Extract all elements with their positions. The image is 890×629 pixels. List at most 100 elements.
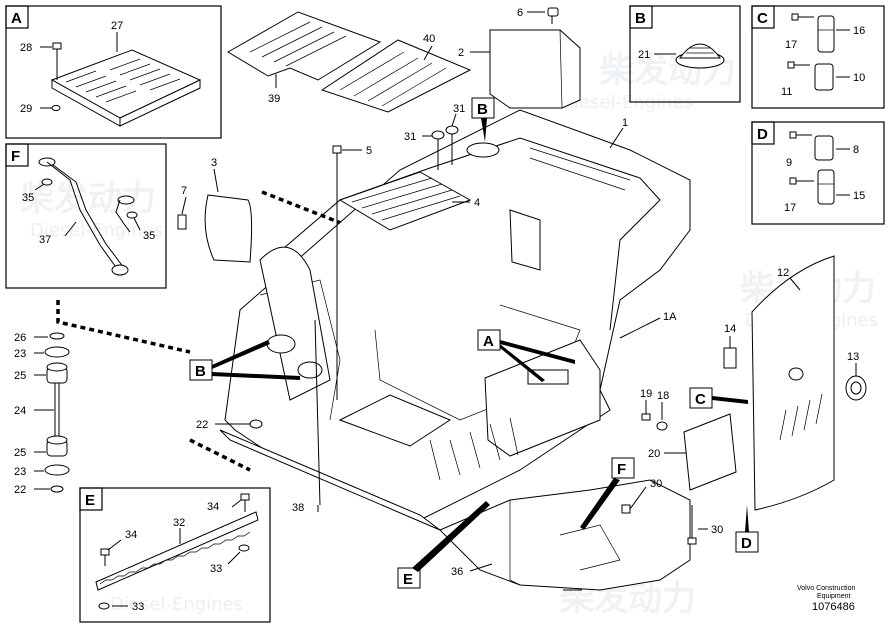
detail-box-c: C 16 10 17 11 bbox=[751, 5, 885, 109]
box-letter-b: B bbox=[635, 10, 646, 27]
strap-part bbox=[38, 157, 138, 276]
hinge-part-10 bbox=[814, 63, 834, 91]
box-letter-e: E bbox=[85, 492, 95, 509]
callout-letter-b: B bbox=[477, 101, 488, 118]
callout-e: E bbox=[397, 501, 490, 589]
cab-floor-assembly bbox=[219, 109, 691, 531]
detail-box-f: F 35 35 37 bbox=[5, 143, 167, 289]
label-34: 34 bbox=[125, 529, 137, 541]
label-32: 32 bbox=[173, 517, 185, 529]
clip-part-14 bbox=[723, 336, 737, 369]
label-27: 27 bbox=[111, 20, 123, 32]
label-33: 33 bbox=[132, 601, 144, 613]
label-38: 38 bbox=[292, 502, 304, 514]
callout-f: F bbox=[580, 457, 635, 530]
label-14: 14 bbox=[724, 323, 736, 335]
bolt-part-30 bbox=[621, 486, 708, 545]
side-panel-part-12 bbox=[751, 255, 835, 511]
label-10: 10 bbox=[853, 72, 865, 84]
label-20: 20 bbox=[648, 448, 660, 460]
detail-box-b: B 21 bbox=[629, 5, 741, 103]
label-22: 22 bbox=[14, 484, 26, 496]
label-39: 39 bbox=[268, 93, 280, 105]
cover-part-2 bbox=[470, 7, 581, 109]
label-19: 19 bbox=[640, 388, 652, 400]
label-30: 30 bbox=[650, 478, 662, 490]
box-letter-c: C bbox=[757, 10, 768, 27]
label-7: 7 bbox=[181, 185, 187, 197]
callout-letter-e: E bbox=[403, 571, 413, 588]
edge-strip-part bbox=[95, 511, 259, 591]
label-35: 35 bbox=[143, 230, 155, 242]
label-25: 25 bbox=[14, 447, 26, 459]
box-letter-a: A bbox=[11, 10, 22, 27]
callout-d: D bbox=[735, 505, 759, 553]
label-30: 30 bbox=[711, 524, 723, 536]
label-4: 4 bbox=[474, 197, 480, 209]
hinge-part-15 bbox=[817, 169, 835, 205]
fasteners bbox=[215, 113, 459, 512]
watermark-en: Diesel-Engines bbox=[110, 594, 243, 615]
detail-box-a: A 27 28 29 bbox=[5, 5, 222, 139]
callout-letter-b: B bbox=[195, 363, 206, 380]
hinge-part-16 bbox=[817, 15, 835, 53]
label-33: 33 bbox=[210, 563, 222, 575]
label-25: 25 bbox=[14, 370, 26, 382]
label-16: 16 bbox=[853, 25, 865, 37]
document-number: 1076486 bbox=[812, 601, 855, 613]
label-31: 31 bbox=[453, 103, 465, 115]
callout-letter-a: A bbox=[483, 333, 494, 350]
label-40: 40 bbox=[423, 33, 435, 45]
label-8: 8 bbox=[853, 144, 859, 156]
label-31: 31 bbox=[404, 131, 416, 143]
label-9: 9 bbox=[786, 157, 792, 169]
label-29: 29 bbox=[20, 103, 32, 115]
bushing-part-13 bbox=[845, 363, 867, 401]
label-6: 6 bbox=[517, 7, 523, 19]
plate-part-20 bbox=[641, 400, 737, 491]
footer-subtitle: Equipment bbox=[817, 593, 851, 600]
watermark-en: Diesel-Engines bbox=[30, 220, 163, 241]
label-23: 23 bbox=[14, 466, 26, 478]
label-24: 24 bbox=[14, 405, 26, 417]
label-11: 11 bbox=[781, 86, 792, 98]
label-21: 21 bbox=[638, 49, 650, 61]
watermark-en: Diesel-Engines bbox=[560, 92, 693, 113]
detail-box-d: D 8 15 9 17 bbox=[751, 121, 885, 225]
callout-c: C bbox=[689, 387, 748, 409]
label-15: 15 bbox=[853, 190, 865, 202]
label-17: 17 bbox=[784, 202, 796, 214]
floor-grate-part bbox=[50, 49, 202, 127]
callout-letter-c: C bbox=[695, 391, 706, 408]
label-26: 26 bbox=[14, 332, 26, 344]
label-1: 1 bbox=[622, 117, 628, 129]
label-2: 2 bbox=[458, 47, 464, 59]
callout-letter-f: F bbox=[617, 461, 626, 478]
label-23: 23 bbox=[14, 348, 26, 360]
label-22: 22 bbox=[196, 419, 208, 431]
label-34: 34 bbox=[207, 501, 219, 513]
box-letter-d: D bbox=[757, 126, 768, 143]
mount-stack: 26 23 25 24 25 23 22 bbox=[14, 332, 70, 496]
box-letter-f: F bbox=[11, 148, 20, 165]
label-37: 37 bbox=[39, 234, 51, 246]
footer: Volvo Construction Equipment 1076486 bbox=[797, 585, 855, 613]
label-1a: 1A bbox=[663, 311, 677, 323]
footer-company: Volvo Construction bbox=[797, 585, 855, 592]
label-13: 13 bbox=[847, 351, 859, 363]
callout-letter-d: D bbox=[741, 535, 752, 552]
label-18: 18 bbox=[657, 390, 669, 402]
panel-part-3 bbox=[177, 168, 253, 263]
floor-mat-part bbox=[227, 11, 472, 113]
label-36: 36 bbox=[451, 566, 463, 578]
label-12: 12 bbox=[777, 267, 789, 279]
callout-b-left: B bbox=[189, 340, 300, 381]
dome-cap-part bbox=[675, 43, 725, 69]
label-17: 17 bbox=[785, 39, 797, 51]
detail-box-e: E 34 34 32 33 33 bbox=[79, 487, 271, 623]
label-5: 5 bbox=[366, 145, 372, 157]
label-3: 3 bbox=[211, 157, 217, 169]
callout-b-top: B bbox=[471, 97, 495, 142]
label-28: 28 bbox=[20, 42, 32, 54]
